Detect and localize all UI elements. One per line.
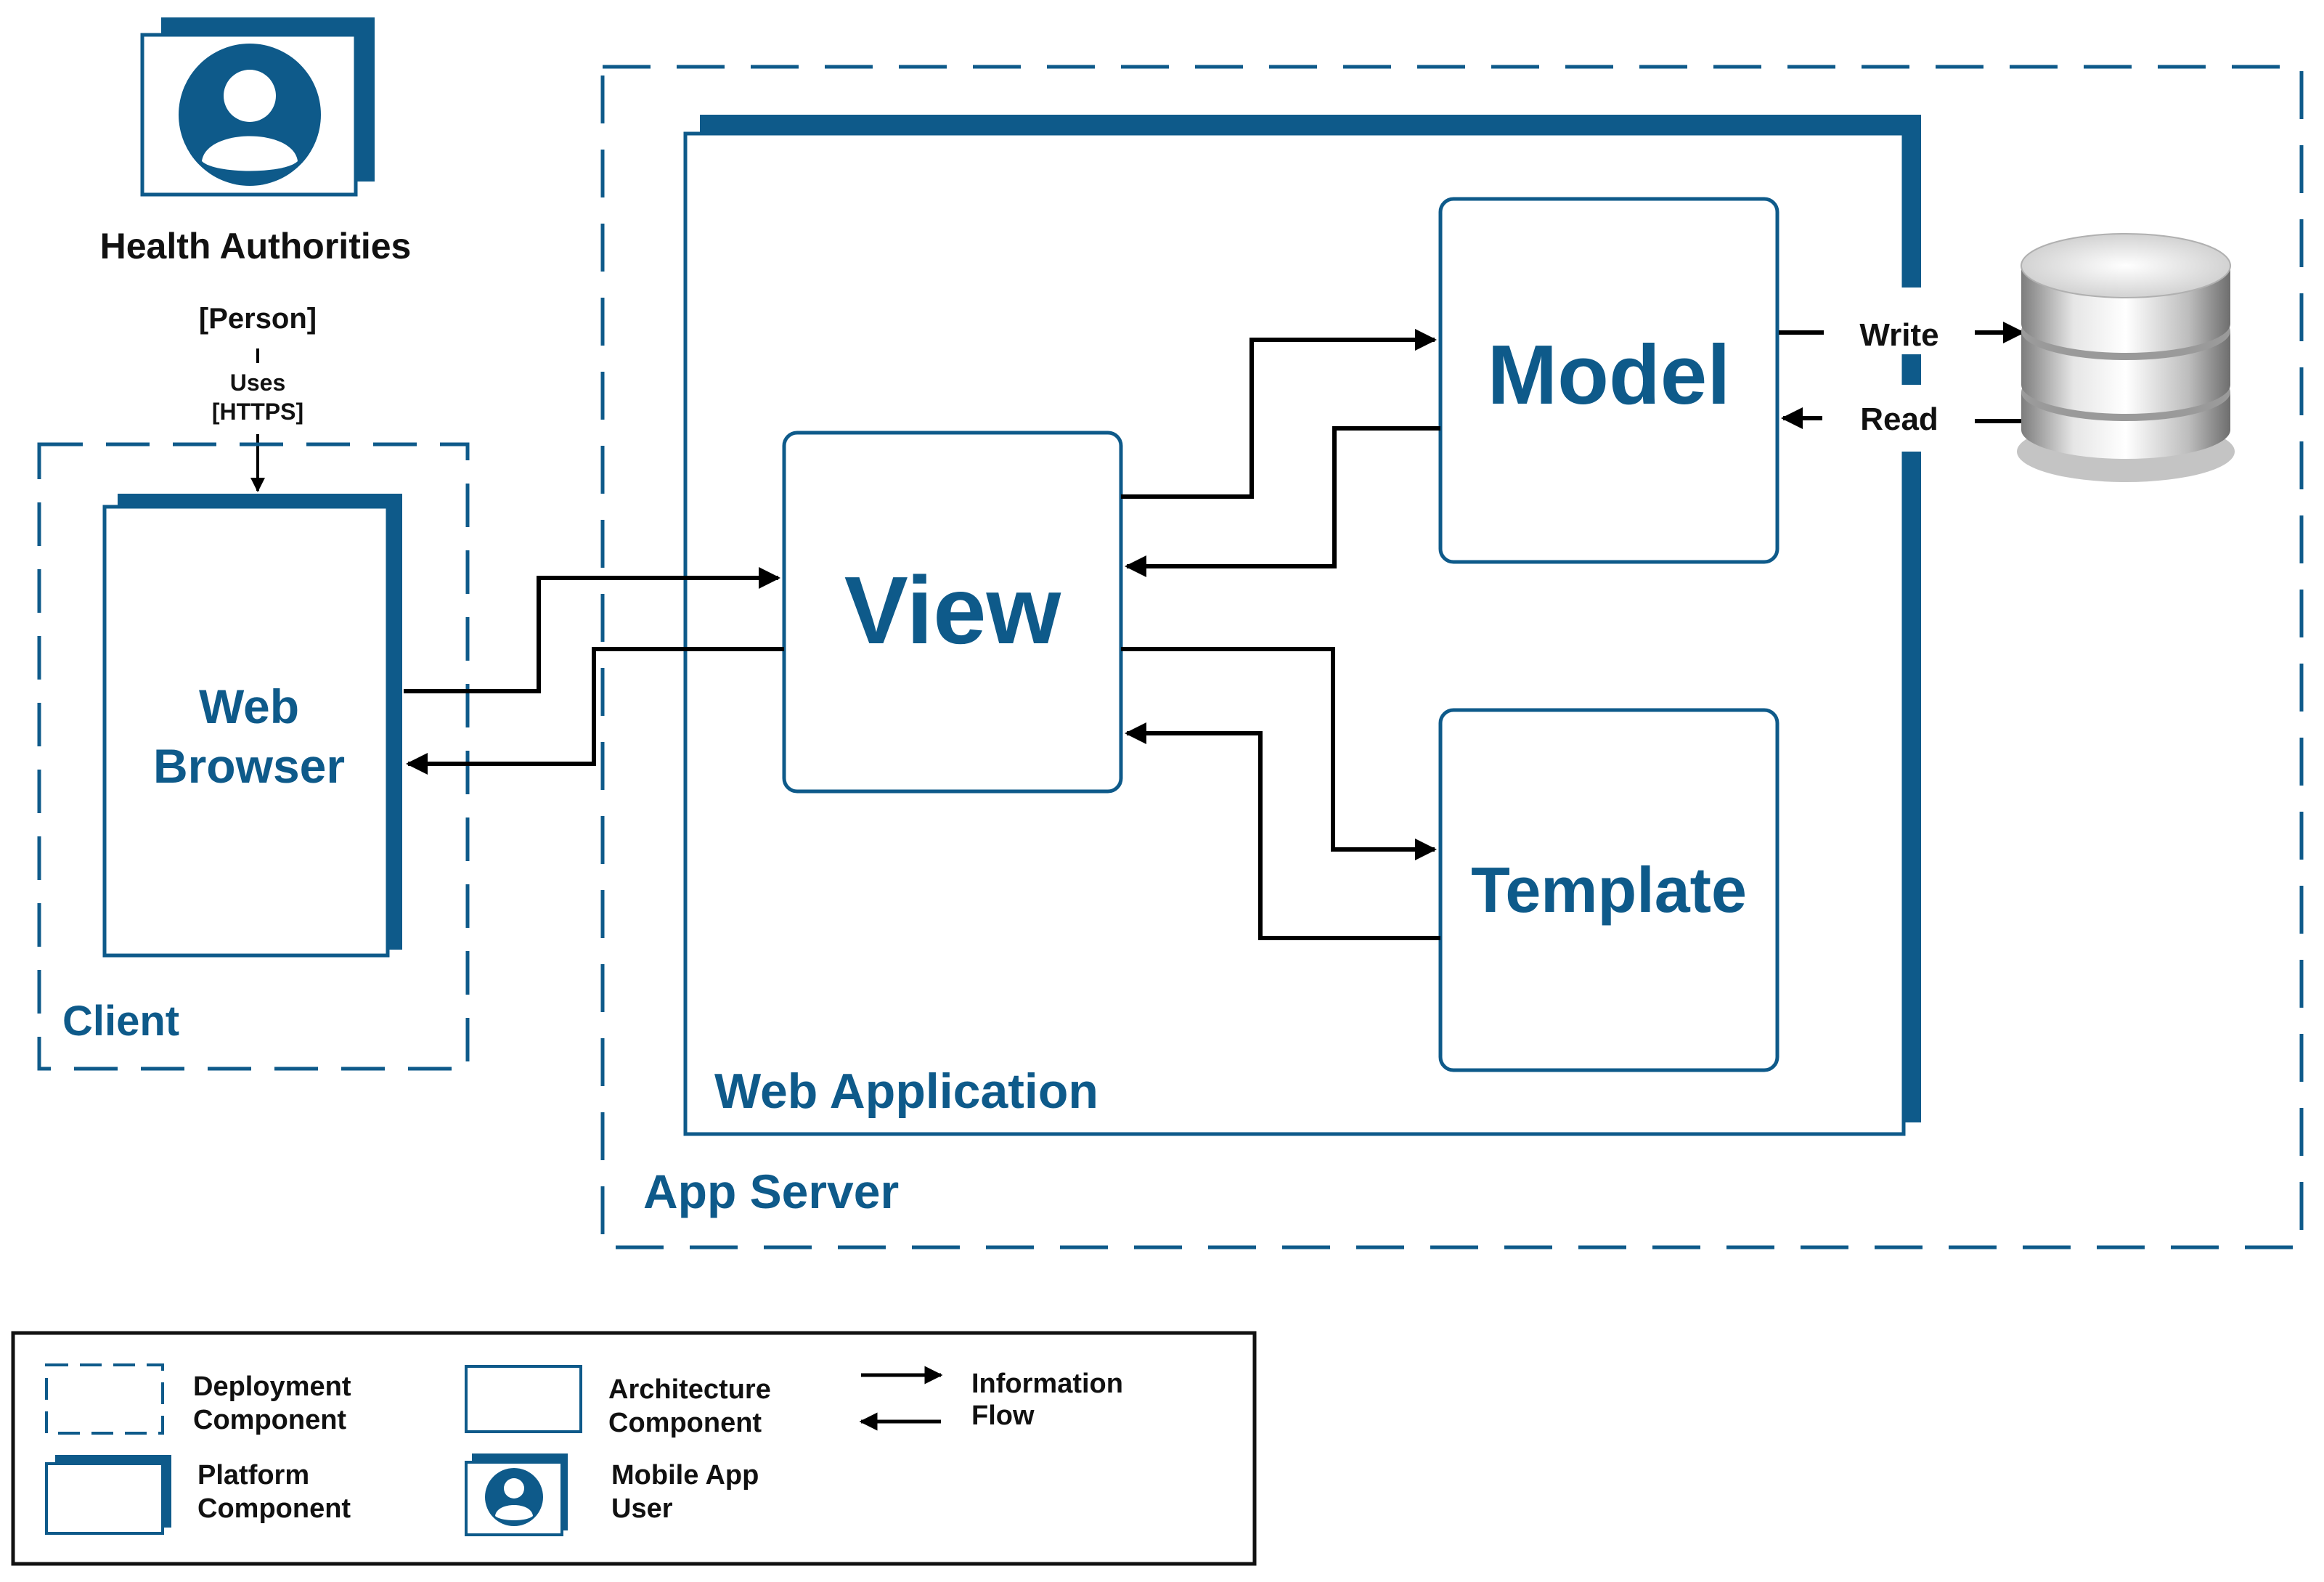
legend-mobile-line1: Mobile App — [611, 1460, 759, 1491]
legend-box — [11, 1331, 1257, 1566]
template-label: Template — [1471, 854, 1747, 926]
legend-deployment-swatch — [45, 1363, 164, 1435]
legend-architecture-swatch — [465, 1365, 582, 1433]
write-label-bg — [1819, 288, 1989, 354]
flow-template-to-view — [1125, 722, 1440, 940]
template-component — [1438, 708, 1779, 1072]
write-label: Write — [1859, 317, 1938, 353]
app-server-zone-label: App Server — [643, 1165, 899, 1218]
flow-model-to-view — [1125, 426, 1440, 577]
person-type: [Person] — [199, 303, 317, 335]
client-zone — [37, 442, 470, 1071]
legend-architecture-line1: Architecture — [608, 1374, 771, 1405]
web-browser-label-line2: Browser — [153, 739, 345, 793]
legend-platform-line1: Platform — [197, 1460, 309, 1491]
view-component — [782, 431, 1123, 794]
web-application-label: Web Application — [714, 1064, 1098, 1119]
legend-deployment-line1: Deployment — [193, 1371, 351, 1402]
legend-platform-line2: Component — [197, 1493, 351, 1524]
flow-view-to-model — [1121, 329, 1437, 499]
legend-architecture-line2: Component — [608, 1408, 762, 1438]
legend-mobile-line2: User — [611, 1493, 673, 1524]
web-browser-frame — [102, 505, 390, 958]
user-avatar-icon — [485, 1468, 543, 1526]
web-browser-label-line1: Web — [199, 680, 299, 733]
model-label: Model — [1487, 327, 1730, 422]
view-label: View — [844, 557, 1061, 664]
flow-view-to-browser — [406, 647, 784, 775]
person-name: Health Authorities — [100, 226, 412, 266]
read-label-bg — [1819, 385, 1989, 452]
flow-view-to-template — [1121, 647, 1437, 860]
flow-browser-to-view — [404, 567, 780, 693]
protocol-label: [HTTPS] — [212, 399, 303, 425]
legend-flow-line1: Information — [971, 1369, 1123, 1399]
client-zone-label: Client — [62, 998, 179, 1045]
person-card — [140, 17, 375, 197]
read-label: Read — [1860, 401, 1938, 437]
web-browser-component — [102, 494, 402, 958]
legend-mobile-user-swatch — [465, 1453, 568, 1536]
legend-platform-swatch — [45, 1455, 171, 1535]
legend-deployment-line2: Component — [193, 1405, 346, 1435]
database-icon — [2017, 233, 2235, 482]
legend-flow-line2: Flow — [971, 1400, 1035, 1431]
app-server-zone — [600, 65, 2304, 1249]
uses-label: Uses — [230, 370, 286, 396]
model-component — [1438, 197, 1779, 564]
user-avatar-icon — [179, 44, 321, 186]
